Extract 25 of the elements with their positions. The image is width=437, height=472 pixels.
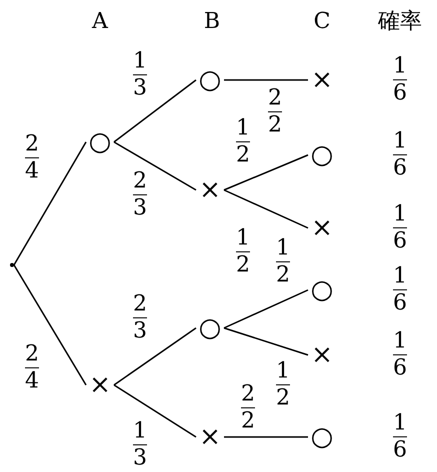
branch-line	[224, 436, 308, 438]
branch-line	[224, 289, 308, 329]
branch-line	[224, 327, 308, 356]
branch-line	[13, 142, 87, 266]
outcome-symbol: ×	[196, 176, 224, 204]
branch-line	[114, 384, 196, 438]
outcome-symbol: ○	[86, 128, 114, 156]
branch-line	[224, 189, 308, 229]
branch-line	[224, 79, 308, 81]
outcome-symbol: ○	[196, 314, 224, 342]
outcome-symbol: ×	[196, 423, 224, 451]
outcome-symbol: ○	[196, 66, 224, 94]
outcome-symbol: ○	[308, 141, 336, 169]
branch-point	[10, 263, 14, 267]
branch-line	[13, 264, 87, 386]
outcome-symbol: ×	[308, 66, 336, 94]
outcome-symbol: ×	[308, 341, 336, 369]
branch-line	[114, 79, 196, 143]
branch-line	[114, 141, 196, 191]
outcome-symbol: ×	[86, 371, 114, 399]
outcome-symbol: ○	[308, 423, 336, 451]
branch-line	[224, 154, 308, 191]
branch-line	[114, 327, 196, 386]
outcome-symbol: ×	[308, 214, 336, 242]
outcome-symbol: ○	[308, 276, 336, 304]
